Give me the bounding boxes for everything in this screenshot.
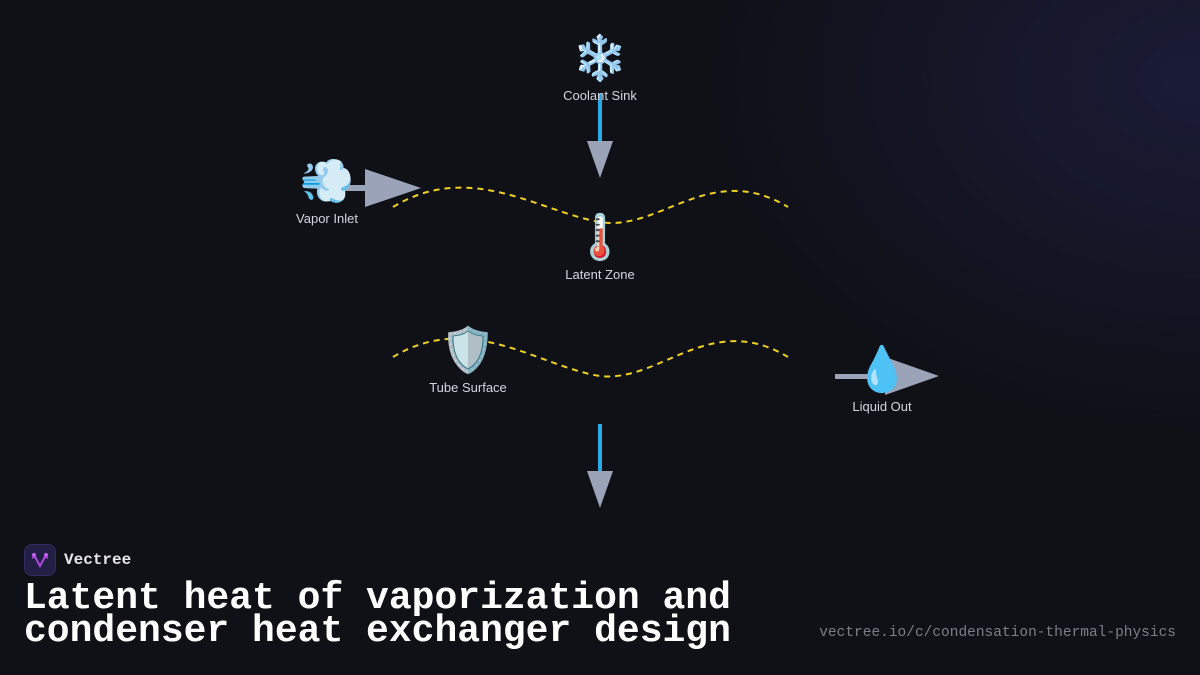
node-tube: 🛡️ Tube Surface — [429, 325, 507, 396]
coolant-flow-arrow — [587, 94, 613, 178]
vapor-flow-arrow — [345, 169, 421, 207]
node-label: Liquid Out — [852, 399, 912, 414]
node-coolant: ❄️ Coolant Sink — [563, 33, 637, 104]
wind-icon: 💨 — [299, 156, 355, 207]
node-label: Latent Zone — [565, 267, 635, 282]
node-label: Tube Surface — [429, 380, 507, 395]
node-liquid: 💧 Liquid Out — [852, 344, 912, 415]
vapor-wave-line — [392, 186, 789, 224]
node-vapor: 💨 Vapor Inlet — [296, 156, 358, 227]
page-title: Latent heat of vaporization and condense… — [24, 580, 731, 651]
droplet-icon: 💧 — [854, 344, 910, 395]
vectree-logo-icon — [24, 544, 56, 576]
node-label: Vapor Inlet — [296, 211, 358, 226]
condensate-wave-line — [392, 337, 789, 378]
liquid-flow-arrow — [835, 357, 939, 395]
snowflake-icon: ❄️ — [572, 33, 628, 84]
source-url: vectree.io/c/condensation-thermal-physic… — [819, 625, 1176, 641]
title-line-2: condenser heat exchanger design — [24, 610, 731, 653]
node-label: Coolant Sink — [563, 88, 637, 103]
brand-name: Vectree — [64, 551, 132, 569]
brand: Vectree — [24, 544, 131, 576]
node-latent: 🌡️ Latent Zone — [565, 212, 635, 283]
thermometer-icon: 🌡️ — [572, 212, 628, 263]
heat-rejection-arrow — [587, 424, 613, 508]
shield-icon: 🛡️ — [440, 325, 496, 376]
title-line-1: Latent heat of vaporization and — [24, 577, 731, 620]
